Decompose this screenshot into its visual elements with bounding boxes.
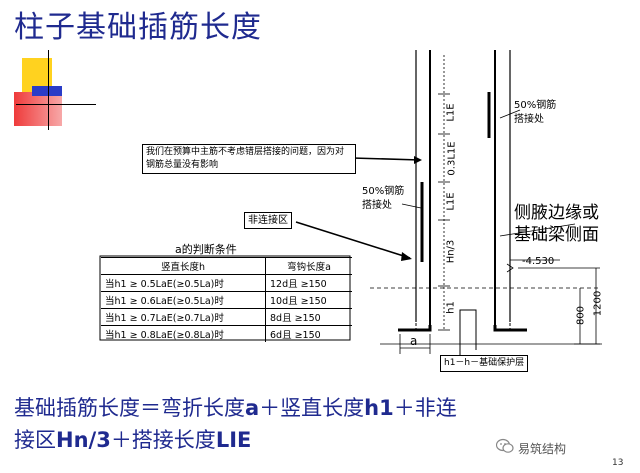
table-header-cell: 竖直长度h xyxy=(101,257,266,275)
dim-l1e-top: L1E xyxy=(445,103,457,122)
elevation-label: -4.530 xyxy=(522,256,555,267)
note-arrow xyxy=(351,157,421,161)
lap-mid-label-2: 搭接处 xyxy=(362,200,392,211)
dim-800: 800 xyxy=(575,305,587,326)
table-cell: 当h1 ≥ 0.5LaE(≥0.5La)时 xyxy=(101,274,266,292)
lap-top-label-2: 搭接处 xyxy=(514,114,544,125)
lap-mid-label-1: 50%钢筋 xyxy=(362,186,405,197)
dim-a-label: a xyxy=(410,334,418,348)
dim-hn3: Hn/3 xyxy=(445,239,457,264)
table-row: 当h1 ≥ 0.5LaE(≥0.5La)时 12d且 ≥150 xyxy=(101,274,352,292)
dim-1200: 1200 xyxy=(592,290,604,317)
note-callout: 我们在预算中主筋不考虑错层搭接的问题，因为对钢筋总量没有影响 xyxy=(142,144,356,174)
side-edge-label-1: 侧腋边缘或 xyxy=(514,203,599,223)
formula-text: 基础插筋长度＝弯折长度a＋竖直长度h1＋非连 接区Hn/3＋搭接长度LIE xyxy=(14,396,457,452)
side-edge-label-2: 基础梁侧面 xyxy=(514,225,599,245)
table-row: 当h1 ≥ 0.7LaE(≥0.7La)时 8d且 ≥150 xyxy=(101,308,352,326)
table-cell: 6d且 ≥150 xyxy=(265,325,352,342)
condition-table: 竖直长度h 弯钩长度a 当h1 ≥ 0.5LaE(≥0.5La)时 12d且 ≥… xyxy=(101,257,352,342)
deco-horizontal-line xyxy=(16,104,96,105)
table-cell: 12d且 ≥150 xyxy=(265,274,352,292)
page-number: 13 xyxy=(612,458,624,468)
non-connection-callout: 非连接区 xyxy=(244,212,292,229)
dim-l1e-mid: L1E xyxy=(445,192,457,211)
table-row: 当h1 ≥ 0.6LaE(≥0.5La)时 10d且 ≥150 xyxy=(101,291,352,309)
lap-top-label-1: 50%钢筋 xyxy=(514,100,557,111)
dim-03l1e: 0.3L1E xyxy=(446,141,458,176)
deco-blue-bar xyxy=(32,86,62,96)
watermark-label: 易筑结构 xyxy=(518,442,567,456)
table-header-row: 竖直长度h 弯钩长度a xyxy=(101,257,352,275)
table-cell: 8d且 ≥150 xyxy=(265,308,352,326)
wechat-icon xyxy=(496,438,514,453)
cover-callout: h1－h－基础保护层 xyxy=(440,355,529,372)
table-header-cell: 弯钩长度a xyxy=(265,257,352,275)
table-cell: 10d且 ≥150 xyxy=(265,291,352,309)
page-title: 柱子基础插筋长度 xyxy=(14,10,262,45)
rebar-hook-right xyxy=(493,325,527,332)
table-cell: 当h1 ≥ 0.8LaE(≥0.8La)时 xyxy=(101,325,266,342)
table-caption: a的判断条件 xyxy=(175,243,237,256)
table-cell: 当h1 ≥ 0.6LaE(≥0.5La)时 xyxy=(101,291,266,309)
deco-vertical-line xyxy=(48,50,49,130)
dim-h1: h1 xyxy=(445,301,457,314)
table-cell: 当h1 ≥ 0.7LaE(≥0.7La)时 xyxy=(101,308,266,326)
nonconnect-arrow xyxy=(295,221,411,259)
rebar-hook-left xyxy=(398,325,432,332)
deco-red-square xyxy=(14,92,62,126)
table-row: 当h1 ≥ 0.8LaE(≥0.8La)时 6d且 ≥150 xyxy=(101,325,352,342)
